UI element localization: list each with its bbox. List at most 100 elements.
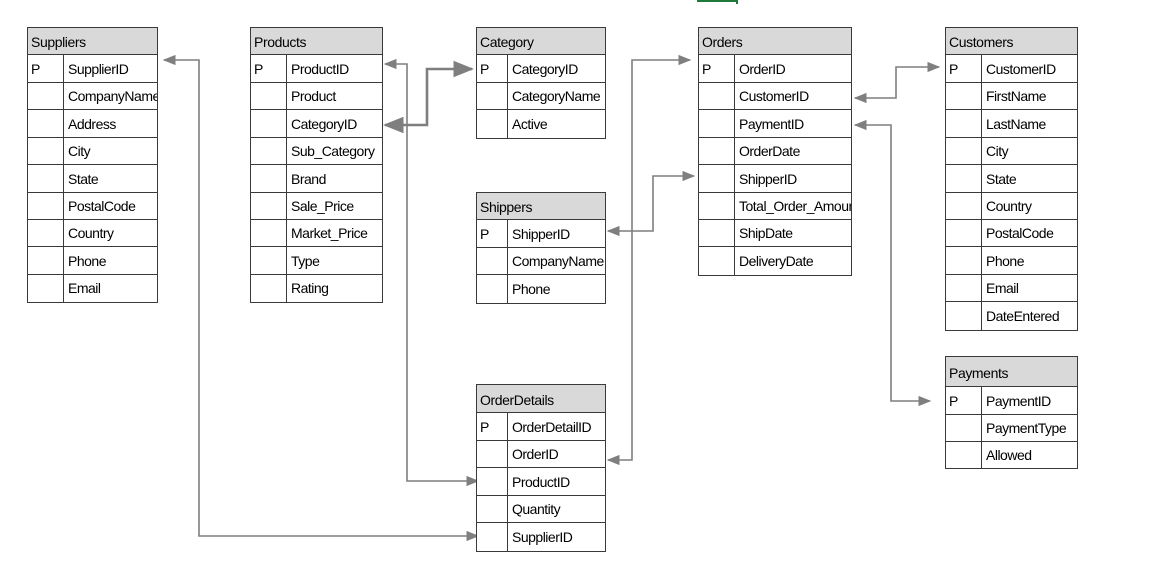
field-row: Address (28, 110, 157, 138)
field-row: Total_Order_Amount (699, 193, 851, 220)
primary-key-marker (28, 110, 64, 137)
field-name: Active (512, 116, 548, 132)
field-row: CategoryID (251, 110, 382, 138)
field-name: ShipDate (739, 225, 793, 241)
field-row: Phone (946, 247, 1077, 275)
field-name: Allowed (986, 447, 1032, 463)
field-row: LastName (946, 110, 1077, 138)
field-row: City (28, 138, 157, 165)
field-name: OrderDate (739, 143, 800, 159)
field-row: City (946, 138, 1077, 165)
table-title: Category (477, 28, 605, 55)
field-name: Phone (68, 253, 106, 269)
field-name: ShipperID (512, 226, 570, 242)
field-row: Sale_Price (251, 193, 382, 220)
primary-key-marker (477, 496, 508, 522)
field-name: CategoryID (291, 116, 357, 132)
field-name: State (68, 171, 99, 187)
field-name: LastName (986, 116, 1046, 132)
primary-key-marker (28, 83, 64, 109)
primary-key-marker (477, 523, 508, 551)
field-row: State (946, 165, 1077, 193)
field-name: Product (291, 88, 336, 104)
field-row: CustomerID (699, 83, 851, 110)
primary-key-marker (946, 275, 982, 301)
field-row: PostalCode (946, 220, 1077, 247)
field-row: CategoryName (477, 83, 605, 110)
field-name: Brand (291, 171, 326, 187)
primary-key-marker (699, 83, 735, 109)
primary-key-marker (251, 138, 287, 164)
field-row: Email (28, 275, 157, 302)
field-row: OrderID (477, 441, 605, 468)
field-name: SupplierID (512, 529, 573, 545)
field-row: ShipDate (699, 220, 851, 247)
field-name: PaymentID (986, 393, 1051, 409)
field-name: OrderID (739, 61, 786, 77)
field-name: City (986, 143, 1009, 159)
field-row: Email (946, 275, 1077, 302)
connector-payments-orders (853, 119, 932, 407)
connector-orders-orderdetails (606, 54, 692, 466)
field-name: FirstName (986, 88, 1047, 104)
field-row: PaymentID (699, 110, 851, 138)
primary-key-marker (946, 83, 982, 109)
primary-key-marker: P (28, 55, 64, 82)
field-name: PostalCode (68, 198, 136, 214)
field-row: ProductID (477, 468, 605, 496)
connector-shippers-orders (606, 170, 696, 237)
primary-key-marker (946, 442, 982, 468)
top-edge-mark (697, 0, 738, 2)
primary-key-marker: P (477, 55, 508, 82)
field-row: OrderDate (699, 138, 851, 165)
field-name: CategoryName (512, 88, 601, 104)
field-name: Sale_Price (291, 198, 354, 214)
field-name: SupplierID (68, 61, 129, 77)
primary-key-marker (28, 193, 64, 219)
field-name: Quantity (512, 501, 561, 517)
primary-key-marker (946, 165, 982, 192)
primary-key-marker: P (477, 220, 508, 247)
field-row: ShipperID (699, 165, 851, 193)
field-name: PostalCode (986, 225, 1054, 241)
primary-key-marker (946, 138, 982, 164)
field-row: Country (28, 220, 157, 247)
field-name: CustomerID (739, 88, 809, 104)
field-name: ShipperID (739, 171, 797, 187)
field-name: Country (68, 225, 114, 241)
table-title: Payments (946, 357, 1077, 387)
primary-key-marker (477, 275, 508, 303)
connector-customers-orders (853, 61, 941, 104)
field-name: DateEntered (986, 308, 1060, 324)
primary-key-marker (251, 83, 287, 109)
primary-key-marker: P (477, 413, 508, 440)
connector-products-category (382, 60, 475, 134)
table-title: Orders (699, 28, 851, 55)
field-name: PaymentType (986, 420, 1067, 436)
field-row: Rating (251, 275, 382, 302)
field-name: Sub_Category (291, 143, 375, 159)
primary-key-marker: P (946, 55, 982, 82)
field-row: PostalCode (28, 193, 157, 220)
field-name: CategoryID (512, 61, 578, 77)
primary-key-marker (946, 415, 982, 441)
table-title: Suppliers (28, 28, 157, 55)
field-name: CompanyName (68, 88, 157, 104)
table-title: Shippers (477, 193, 605, 220)
primary-key-marker (477, 441, 508, 467)
field-name: Email (68, 280, 101, 296)
field-row: PaymentType (946, 415, 1077, 442)
primary-key-marker (28, 275, 64, 302)
table-title: Products (251, 28, 382, 55)
field-row: Quantity (477, 496, 605, 523)
field-row: State (28, 165, 157, 193)
